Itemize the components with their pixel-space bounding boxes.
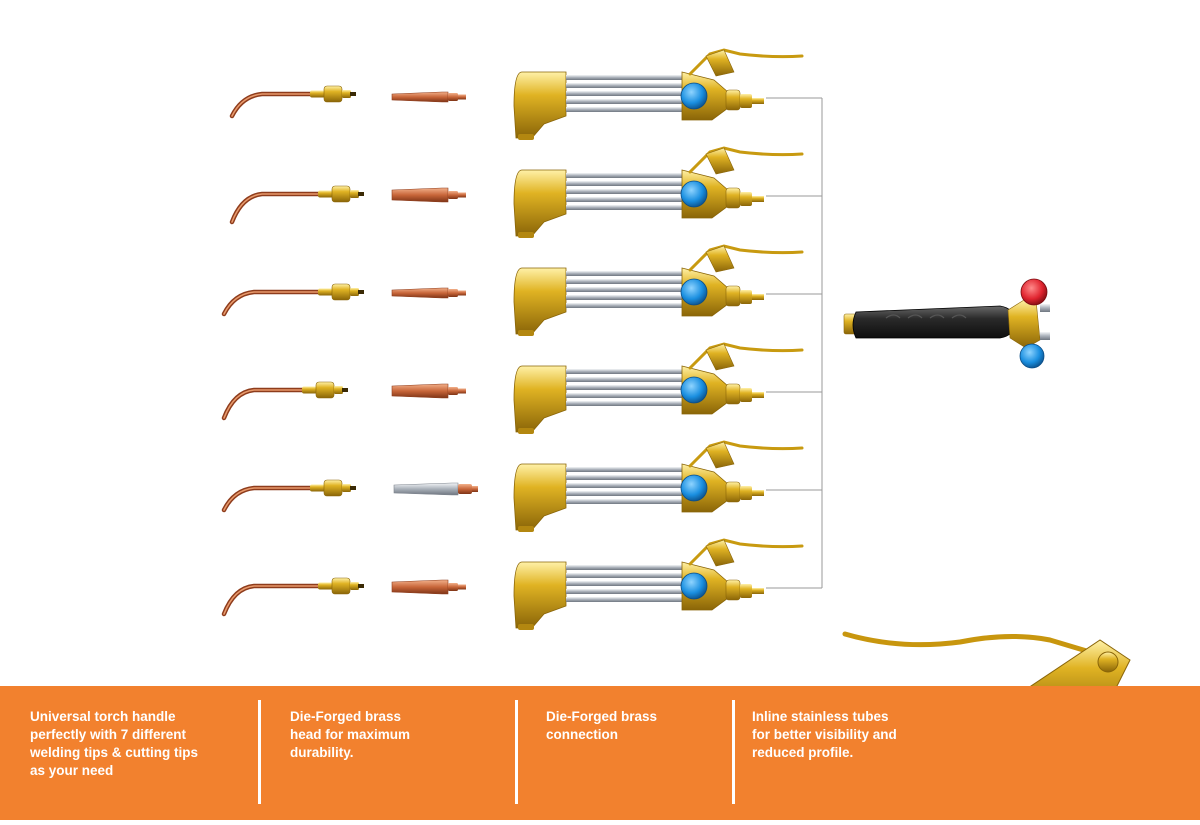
product-row xyxy=(221,342,804,434)
feature-forged-head: Die-Forged brass head for maximum durabi… xyxy=(290,709,411,760)
product-row xyxy=(229,146,804,238)
feature-universal-handle: Universal torch handle perfectly with 7 … xyxy=(30,709,198,778)
blue-valve-icon xyxy=(680,474,708,502)
cutting-tip-icon xyxy=(391,187,466,203)
red-valve-icon xyxy=(1020,278,1048,306)
feature-divider xyxy=(515,700,518,804)
torch-head-icon xyxy=(513,342,804,434)
cutting-tip-icon xyxy=(391,287,466,299)
feature-band: Universal torch handle perfectly with 7 … xyxy=(0,686,1200,820)
feature-forged-connection: Die-Forged brass connection xyxy=(546,709,658,742)
product-row xyxy=(221,244,804,336)
feature-divider xyxy=(258,700,261,804)
torch-head-icon xyxy=(513,244,804,336)
product-row xyxy=(221,440,804,532)
torch-handle-icon xyxy=(843,278,1050,369)
blue-valve-icon xyxy=(680,572,708,600)
torch-head-icon xyxy=(513,146,804,238)
welding-tip-icon xyxy=(229,85,356,119)
torch-head-icon xyxy=(513,538,804,630)
product-row xyxy=(229,48,804,140)
blue-valve-icon xyxy=(1019,343,1045,369)
torch-head-icon xyxy=(513,48,804,140)
blue-valve-icon xyxy=(680,376,708,404)
feature-inline-tubes: Inline stainless tubes for better visibi… xyxy=(752,709,897,760)
product-row xyxy=(221,538,804,630)
welding-tip-icon xyxy=(221,479,356,513)
cutting-tip-icon xyxy=(391,383,466,399)
torch-head-icon xyxy=(513,440,804,532)
cutting-tip-icon xyxy=(391,579,466,595)
welding-tip-icon xyxy=(221,283,364,317)
blue-valve-icon xyxy=(680,180,708,208)
blue-valve-icon xyxy=(680,82,708,110)
welding-tip-icon xyxy=(229,185,364,225)
feature-divider xyxy=(732,700,735,804)
welding-tip-icon xyxy=(221,381,348,421)
blue-valve-icon xyxy=(680,278,708,306)
cutting-tip-icon xyxy=(391,91,466,103)
welding-tip-icon xyxy=(221,577,364,617)
cutting-tip-icon xyxy=(393,482,478,496)
